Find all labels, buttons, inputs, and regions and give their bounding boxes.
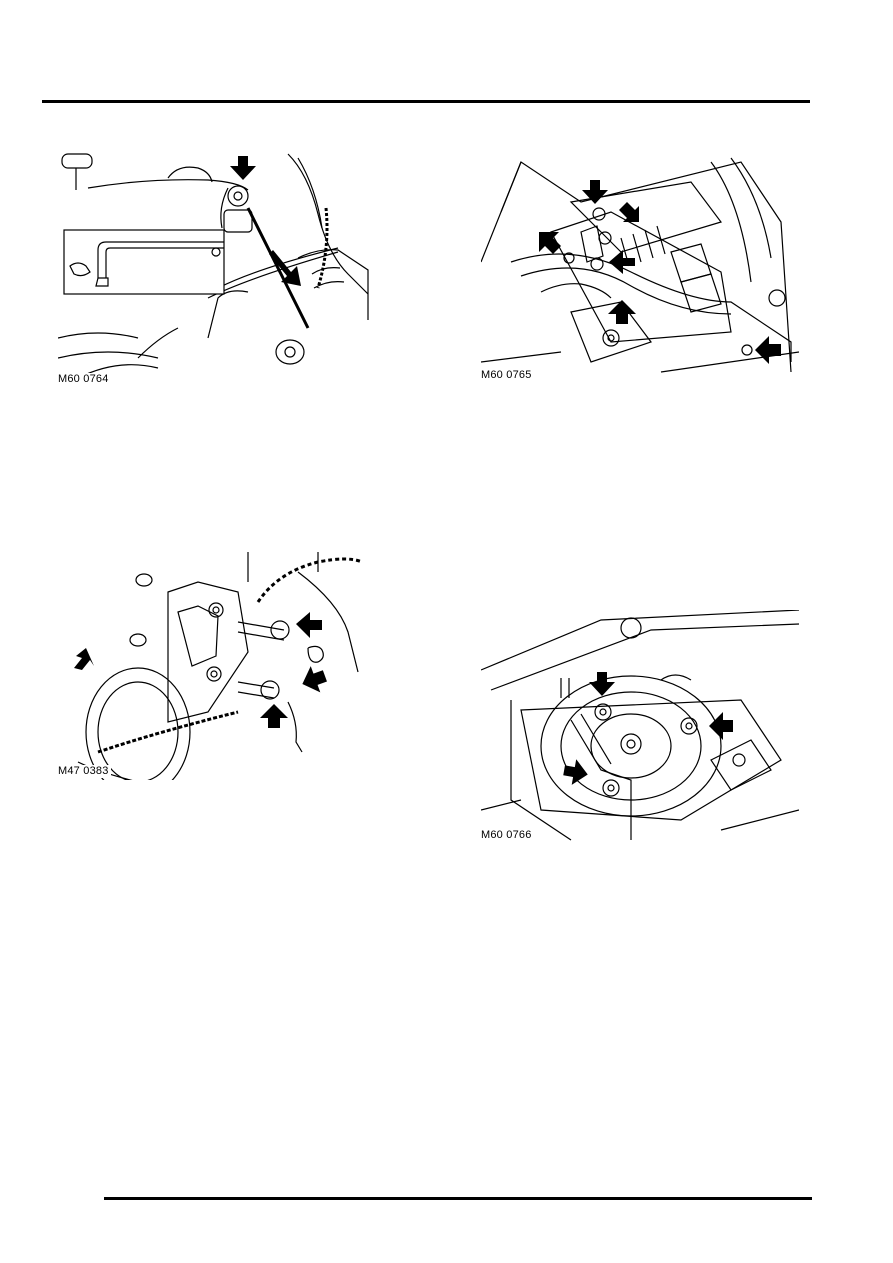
illustration-strut-mount	[481, 610, 799, 841]
figure-code: M47 0383	[58, 765, 111, 778]
figure-m60-0765: M60 0765	[481, 152, 799, 384]
wrench-inset	[63, 229, 225, 295]
header-rule	[42, 100, 810, 103]
footer-rule	[104, 1197, 812, 1200]
figure-code: M60 0765	[481, 369, 534, 382]
arrow-icons	[74, 612, 327, 728]
illustration-caliper-bolts	[74, 552, 363, 780]
arrow-icons	[539, 180, 781, 364]
arrow-icons	[563, 672, 733, 785]
figure-m60-0766: M60 0766	[481, 610, 799, 842]
figure-code: M60 0766	[481, 829, 534, 842]
figure-m47-0383: M47 0383	[58, 552, 364, 780]
figure-m60-0764: M60 0764	[58, 148, 378, 388]
illustration-fuse-box	[481, 157, 799, 373]
figure-code: M60 0764	[58, 373, 111, 386]
illustration-drop-link	[58, 153, 369, 379]
arrow-icons	[230, 156, 301, 286]
